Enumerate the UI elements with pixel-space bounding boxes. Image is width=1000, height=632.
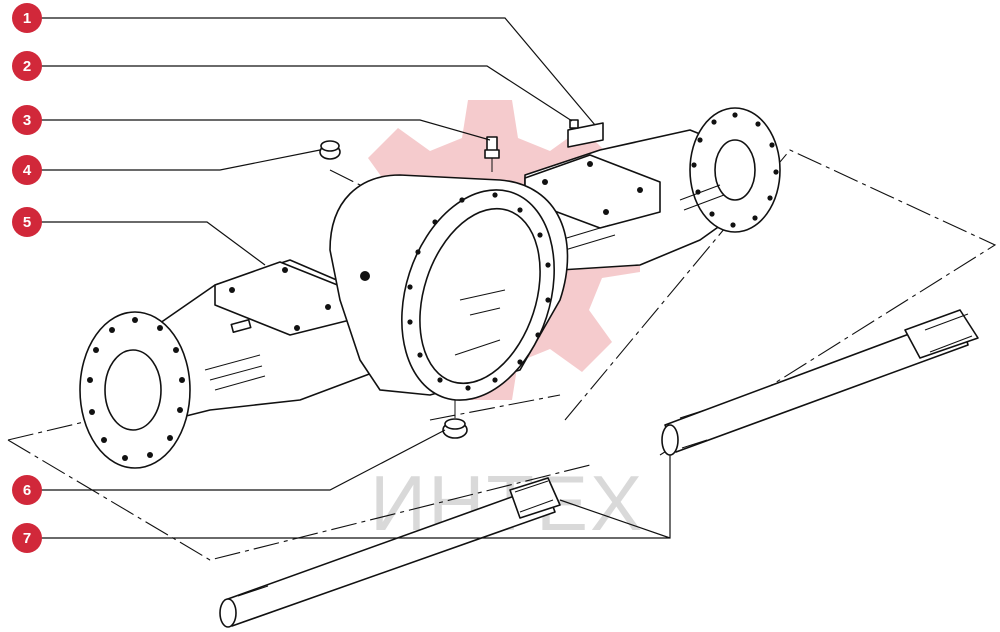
svg-text:1: 1 — [23, 10, 31, 27]
callout-badge-1: 1 — [12, 3, 42, 33]
callout-badge-2: 2 — [12, 51, 42, 81]
breather-fitting-part — [484, 136, 500, 172]
plug-part — [319, 140, 341, 160]
axle-housing — [79, 107, 781, 469]
drain-plug-part — [442, 400, 468, 439]
plate-part — [567, 119, 604, 148]
leader-4 — [40, 149, 321, 171]
left-axle-shaft — [219, 477, 561, 628]
leader-1 — [40, 17, 596, 126]
svg-text:5: 5 — [23, 214, 31, 231]
leader-5 — [40, 221, 266, 266]
leader-3 — [40, 119, 491, 141]
leader-2 — [40, 65, 573, 122]
callout-badge-5: 5 — [12, 207, 42, 237]
callout-badge-7: 7 — [12, 523, 42, 553]
svg-text:6: 6 — [23, 482, 31, 499]
callout-badge-6: 6 — [12, 475, 42, 505]
leader-6 — [40, 429, 446, 491]
leader-7 — [40, 455, 671, 539]
callout-badge-3: 3 — [12, 105, 42, 135]
svg-text:7: 7 — [23, 530, 31, 547]
callout-badge-4: 4 — [12, 155, 42, 185]
svg-text:2: 2 — [23, 58, 31, 75]
svg-text:3: 3 — [23, 112, 31, 129]
right-axle-shaft — [661, 309, 979, 456]
svg-text:4: 4 — [23, 162, 32, 179]
leader-lines — [40, 17, 671, 539]
